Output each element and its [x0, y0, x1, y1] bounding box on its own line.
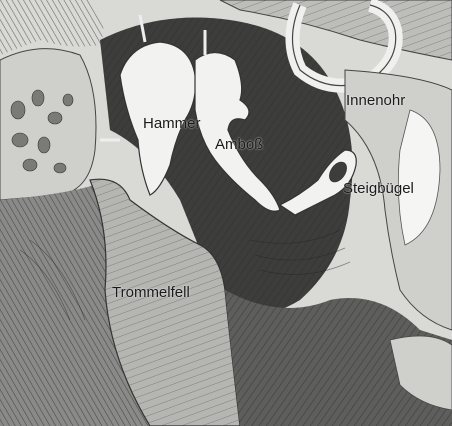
label-amboss: Amboß — [215, 136, 263, 153]
temporal-bone-left — [0, 49, 96, 200]
label-steigbuegel: Steigbügel — [343, 180, 414, 197]
label-trommelfell: Trommelfell — [112, 284, 190, 301]
label-hammer: Hammer — [143, 115, 201, 132]
label-innenohr: Innenohr — [346, 92, 405, 109]
